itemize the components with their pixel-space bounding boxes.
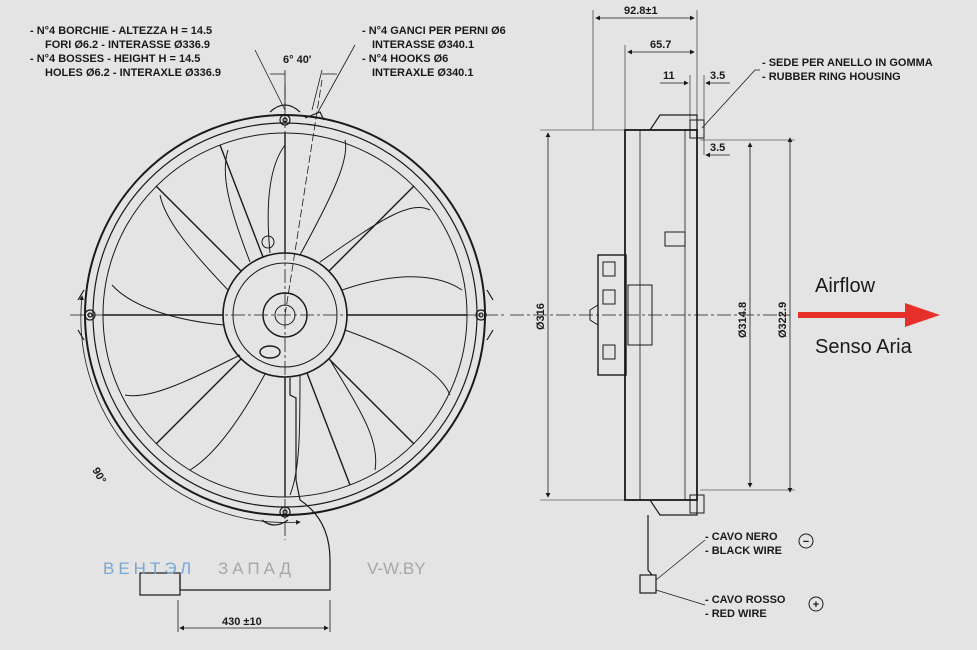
total-depth-label: 92.8±1 (624, 5, 658, 17)
note-red-en: - RED WIRE (705, 608, 767, 620)
arc-angle-label: 90° (89, 466, 108, 486)
d11-label: 11 (663, 70, 675, 82)
note-bosses-en-1: - N°4 BOSSES - HEIGHT H = 14.5 (30, 53, 200, 65)
front-view (70, 44, 505, 632)
airflow-label-en: Airflow (815, 275, 876, 297)
watermark-part1: ВЕНТЭЛ (103, 559, 195, 578)
svg-text:+: + (813, 599, 819, 611)
note-hooks-it-1: - N°4 GANCI PER PERNI Ø6 (362, 25, 506, 37)
d3-5-top-label: 3.5 (710, 70, 725, 82)
plus-icon: + (808, 596, 824, 612)
depth-65-label: 65.7 (650, 39, 671, 51)
note-ring-en: - RUBBER RING HOUSING (762, 71, 901, 83)
note-black-en: - BLACK WIRE (705, 545, 782, 557)
svg-text:−: − (803, 536, 809, 548)
side-view (510, 10, 795, 606)
note-hooks-en-2: INTERAXLE Ø340.1 (372, 67, 473, 79)
note-bosses-it-2: FORI Ø6.2 - INTERASSE Ø336.9 (45, 39, 210, 51)
watermark-part2: ЗАПАД (218, 559, 295, 578)
d3-5-mid-label: 3.5 (710, 142, 725, 154)
watermark-site: V-W.BY (367, 559, 426, 578)
airflow-arrow (798, 303, 940, 327)
note-black-it: - CAVO NERO (705, 531, 778, 543)
minus-icon: − (798, 533, 814, 549)
note-ring-it: - SEDE PER ANELLO IN GOMMA (762, 57, 933, 69)
fan-blades (111, 139, 463, 496)
dia-322-label: Ø322.9 (777, 302, 789, 338)
dia-314-label: Ø314.8 (737, 302, 749, 338)
note-bosses-en-2: HOLES Ø6.2 - INTERAXLE Ø336.9 (45, 67, 221, 79)
note-hooks-it-2: INTERASSE Ø340.1 (372, 39, 474, 51)
note-hooks-en-1: - N°4 HOOKS Ø6 (362, 53, 448, 65)
airflow-label-it: Senso Aria (815, 336, 913, 358)
note-bosses-it-1: - N°4 BORCHIE - ALTEZZA H = 14.5 (30, 25, 212, 37)
cable-length-label: 430 ±10 (222, 616, 262, 628)
angle-label: 6° 40' (283, 54, 312, 66)
dia-316-label: Ø316 (535, 303, 547, 330)
note-red-it: - CAVO ROSSO (705, 594, 786, 606)
